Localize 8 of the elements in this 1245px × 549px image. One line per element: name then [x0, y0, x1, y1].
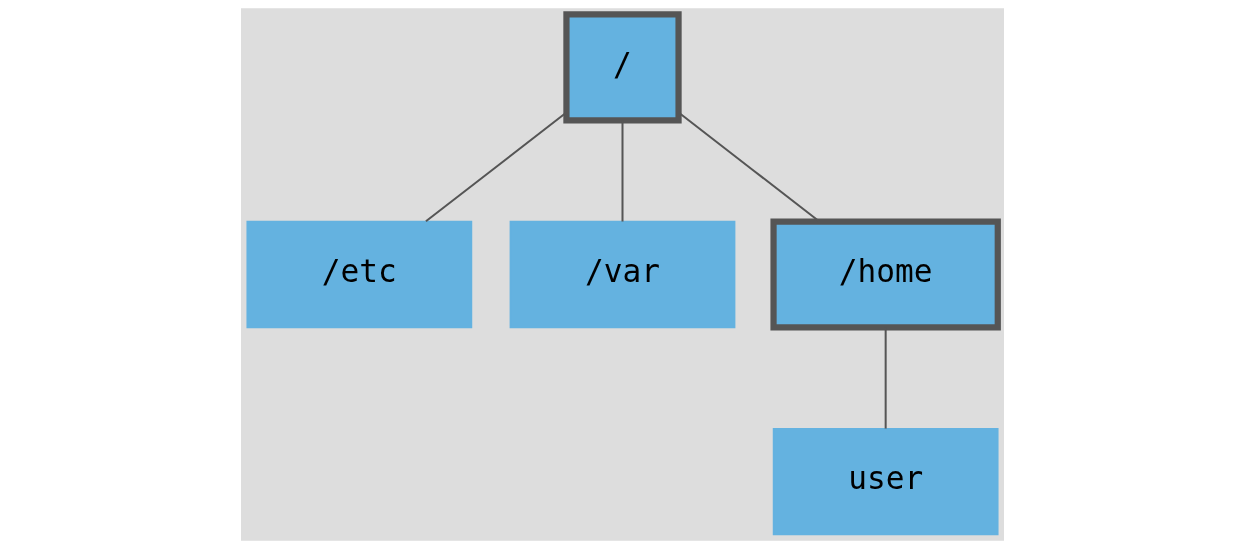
- node-box: /: [563, 11, 682, 124]
- connector: [425, 111, 567, 223]
- node-box: user: [772, 427, 999, 536]
- node-box: /var: [509, 220, 736, 329]
- node-box: /etc: [246, 220, 473, 329]
- connector: [884, 327, 887, 429]
- connector: [621, 120, 624, 222]
- node-box: /home: [770, 218, 1001, 331]
